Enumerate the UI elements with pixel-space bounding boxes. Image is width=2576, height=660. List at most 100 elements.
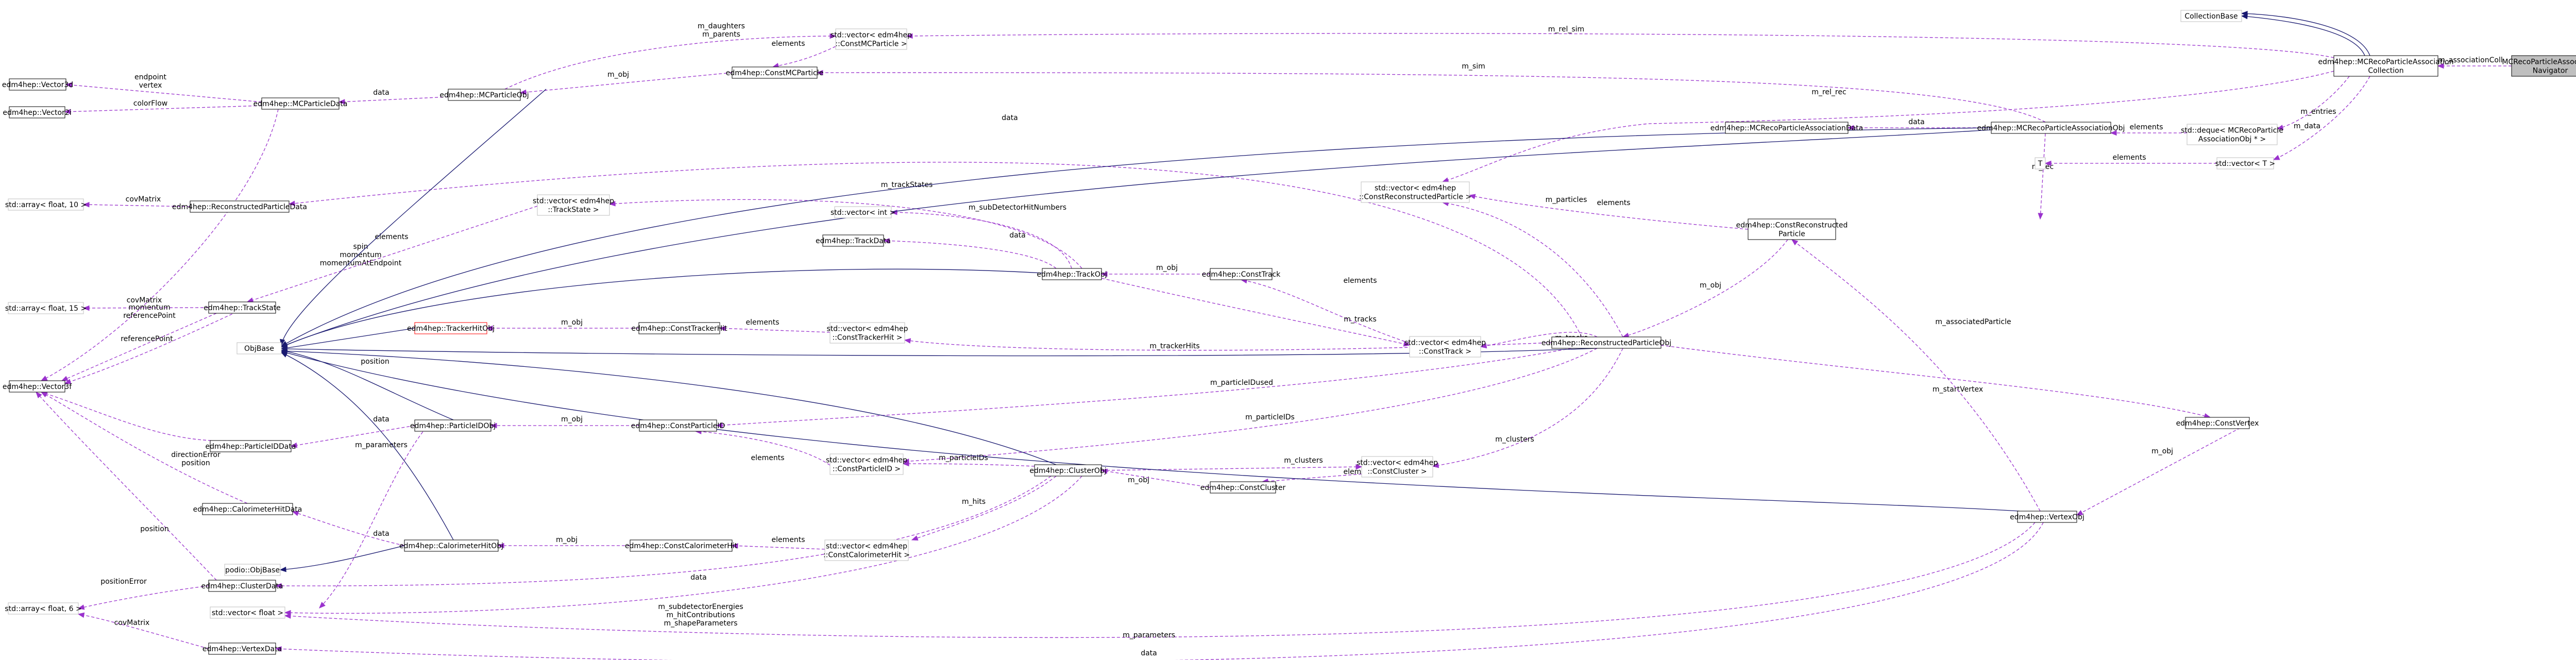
node-vec-track-state[interactable]: std::vector< edm4hep::TrackState > bbox=[533, 194, 614, 216]
node-vec-const-track[interactable]: std::vector< edm4hep::ConstTrack > bbox=[1404, 336, 1486, 358]
node-arr10[interactable]: std::array< float, 10 > bbox=[5, 198, 87, 211]
node-const-track[interactable]: edm4hep::ConstTrack bbox=[1202, 268, 1281, 280]
node-vec-const-reco[interactable]: std::vector< edm4hep::ConstReconstructed… bbox=[1359, 181, 1471, 203]
node-collection[interactable]: edm4hep::MCRecoParticleAssociationCollec… bbox=[2318, 55, 2454, 77]
node-vec-float[interactable]: std::vector< float > bbox=[210, 606, 285, 619]
node-const-p-i-d[interactable]: edm4hep::ConstParticleID bbox=[631, 419, 725, 432]
edge-label: elements bbox=[375, 233, 408, 241]
edge-line bbox=[2076, 422, 2250, 516]
node-const-m-c-p[interactable]: edm4hep::ConstMCParticle bbox=[726, 66, 823, 79]
edge-arrowhead bbox=[1791, 239, 1799, 246]
node-vertex-obj[interactable]: edm4hep::VertexObj bbox=[2010, 511, 2084, 523]
node-vec-t[interactable]: std::vector< T > bbox=[2215, 157, 2275, 170]
node-const-vertex[interactable]: edm4hep::ConstVertex bbox=[2176, 417, 2259, 429]
node-vector3d[interactable]: edm4hep::Vector3d bbox=[2, 78, 73, 91]
edge-line bbox=[2277, 76, 2350, 129]
node-box bbox=[2017, 511, 2077, 523]
edge-line bbox=[1480, 332, 1598, 347]
edge-arrowhead bbox=[275, 583, 282, 589]
node-vec-const-p-i-d[interactable]: std::vector< edm4hep::ConstParticleID > bbox=[826, 453, 907, 475]
node-vector3f[interactable]: edm4hep::Vector3f bbox=[3, 380, 72, 393]
node-const-tracker-hit[interactable]: edm4hep::ConstTrackerHit bbox=[631, 322, 727, 334]
edge-arrowhead bbox=[1100, 468, 1108, 474]
node-track-state[interactable]: edm4hep::TrackState bbox=[204, 301, 281, 314]
node-box bbox=[834, 206, 892, 218]
node-box bbox=[224, 564, 281, 576]
node-vec-const-tracker-hit[interactable]: std::vector< edm4hep::ConstTrackerHit > bbox=[826, 322, 908, 344]
node-const-calo-hit[interactable]: edm4hep::ConstCalorimeterHit bbox=[625, 539, 738, 552]
node-vertex-data[interactable]: edm4hep::VertexData bbox=[202, 642, 282, 655]
node-collectionbase[interactable]: CollectionBase bbox=[2180, 10, 2242, 22]
edge-label: elements bbox=[2129, 123, 2163, 131]
node-vec-const-calo-hit[interactable]: std::vector< edm4hep::ConstCalorimeterHi… bbox=[823, 539, 910, 561]
node-podio-obj-base[interactable]: podio::ObjBase bbox=[224, 564, 281, 576]
node-arr15[interactable]: std::array< float, 15 > bbox=[5, 302, 87, 314]
edge-label: elements bbox=[751, 454, 784, 462]
edge-label: m_trackerHits bbox=[1149, 342, 1199, 350]
node-box bbox=[9, 380, 65, 393]
edge-label: elements bbox=[771, 536, 805, 544]
node-mcp-obj[interactable]: edm4hep::MCParticleObj bbox=[439, 89, 529, 101]
edge-arrowhead bbox=[292, 511, 299, 516]
node-vec-int[interactable]: std::vector< int > bbox=[831, 206, 895, 218]
edge-label: position bbox=[140, 525, 168, 533]
edge-arrowhead bbox=[2273, 155, 2280, 160]
inheritance-edge bbox=[280, 346, 1598, 357]
edge-label: covMatrix bbox=[127, 296, 162, 304]
edge-label: m_obj bbox=[1700, 281, 1721, 290]
edge-label: data bbox=[373, 415, 389, 424]
node-label: std::vector< T > bbox=[2215, 160, 2275, 168]
edge-line bbox=[41, 392, 248, 504]
node--t[interactable]: T bbox=[2035, 157, 2046, 170]
usage-edge: m_trackStates bbox=[608, 181, 1082, 269]
edge-label: m_rel_sim bbox=[1548, 25, 1584, 33]
node-tracker-hit-obj[interactable]: edm4hep::TrackerHitObj bbox=[407, 322, 495, 334]
edge-arrowhead bbox=[486, 325, 493, 331]
edge-line bbox=[289, 162, 1582, 337]
edge-arrowhead bbox=[82, 305, 90, 311]
node-label: edm4hep::CalorimeterHitObj bbox=[399, 542, 503, 550]
edge-arrowhead bbox=[904, 338, 911, 344]
node-calo-hit-obj[interactable]: edm4hep::CalorimeterHitObj bbox=[399, 539, 503, 552]
edge-label: m_particles bbox=[1546, 196, 1587, 204]
node-label: MCRecoParticleAssociation bbox=[2502, 58, 2576, 66]
usage-edge: covMatrix bbox=[82, 296, 209, 311]
node-label: std::vector< edm4hep bbox=[1404, 339, 1486, 347]
edge-label: data bbox=[1002, 114, 1018, 122]
node-reco-data[interactable]: edm4hep::ReconstructedParticleData bbox=[172, 200, 307, 213]
node-vec-const-m-c-p[interactable]: std::vector< edm4hep::ConstMCParticle > bbox=[831, 28, 912, 50]
node-box bbox=[8, 602, 79, 615]
node-label: ::ConstCluster > bbox=[1367, 468, 1427, 476]
node-assoc-data[interactable]: edm4hep::MCRecoParticleAssociationData bbox=[1710, 122, 1863, 134]
node-label: Particle bbox=[1778, 230, 1805, 239]
edge-arrowhead bbox=[284, 610, 291, 616]
node-reco-obj[interactable]: edm4hep::ReconstructedParticleObj bbox=[1541, 336, 1671, 349]
usage-edge: data bbox=[275, 476, 1052, 589]
node-label: edm4hep::ConstReconstructed bbox=[1736, 222, 1848, 230]
node-obj-base[interactable]: ObjBase bbox=[236, 342, 282, 354]
node-track-data[interactable]: edm4hep::TrackData bbox=[816, 234, 891, 247]
node-assoc-obj[interactable]: edm4hep::MCRecoParticleAssociationObj bbox=[1977, 122, 2125, 134]
node-cluster-obj[interactable]: edm4hep::ClusterObj bbox=[1029, 464, 1107, 477]
node-vector2i[interactable]: edm4hep::Vector2i bbox=[3, 106, 72, 119]
node-label: edm4hep::MCRecoParticleAssociation bbox=[2318, 58, 2453, 66]
edge-line bbox=[284, 522, 2036, 638]
node-const-reco[interactable]: edm4hep::ConstReconstructedParticle bbox=[1736, 218, 1848, 240]
node-const-cluster[interactable]: edm4hep::ConstCluster bbox=[1200, 481, 1286, 494]
node-label: std::vector< edm4hep bbox=[533, 197, 614, 206]
node-calo-hit-data[interactable]: edm4hep::CalorimeterHitData bbox=[193, 503, 302, 515]
node-arr6[interactable]: std::array< float, 6 > bbox=[5, 602, 82, 615]
node-navigator[interactable]: MCRecoParticleAssociationNavigator bbox=[2502, 55, 2576, 77]
node-pid-data[interactable]: edm4hep::ParticleIDData bbox=[206, 440, 296, 452]
node-track-obj[interactable]: edm4hep::TrackObj bbox=[1037, 268, 1107, 280]
node-label: std::vector< float > bbox=[212, 609, 283, 617]
edge-line bbox=[275, 522, 2044, 660]
node-box bbox=[2187, 124, 2278, 145]
edge-label: m_parents bbox=[702, 30, 740, 39]
node-label: std::vector< edm4hep bbox=[831, 31, 912, 40]
node-vec-const-cluster[interactable]: std::vector< edm4hep::ConstCluster > bbox=[1357, 456, 1438, 478]
node-deque-assoc[interactable]: std::deque< MCRecoParticleAssociationObj… bbox=[2181, 124, 2283, 145]
node-cluster-data[interactable]: edm4hep::ClusterData bbox=[201, 580, 283, 592]
node-pid-obj[interactable]: edm4hep::ParticleIDObj bbox=[410, 419, 496, 432]
node-mcp-data[interactable]: edm4hep::MCParticleData bbox=[253, 97, 348, 110]
